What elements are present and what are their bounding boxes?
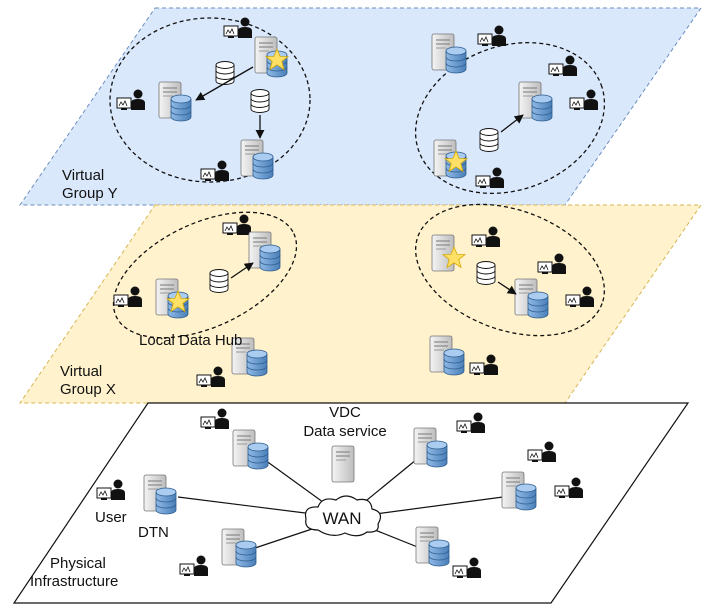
group-y-label: Virtual: [62, 167, 104, 184]
server-icon: [331, 445, 355, 483]
cloud-icon: [304, 495, 382, 537]
database-icon: [479, 128, 499, 152]
group-x-label: Group X: [60, 381, 116, 398]
group-y-cluster-right: [414, 41, 606, 195]
user-label: User: [95, 509, 127, 526]
dtn-label: DTN: [138, 524, 169, 541]
database-icon: [215, 61, 235, 85]
local-data-hub-label: Local Data Hub: [139, 332, 242, 349]
replication-arrow: [500, 114, 524, 133]
physical-label: Physical: [50, 555, 106, 572]
database-icon: [209, 269, 229, 293]
replication-arrow: [230, 262, 254, 279]
vdc-label: VDC: [329, 404, 361, 421]
replication-arrow: [195, 66, 254, 101]
group-x-label: Virtual: [60, 363, 102, 380]
wan-label: WAN: [322, 509, 361, 528]
group-y-label: Group Y: [62, 185, 118, 202]
physical-label: Infrastructure: [30, 573, 118, 590]
group-x-cluster-right: [415, 203, 605, 337]
replication-arrow: [497, 281, 517, 295]
database-icon: [250, 89, 270, 113]
group-y-cluster-left: [109, 17, 311, 183]
database-icon: [476, 261, 496, 285]
group-x-cluster-left: [112, 211, 298, 339]
vdc-label: Data service: [303, 423, 386, 440]
